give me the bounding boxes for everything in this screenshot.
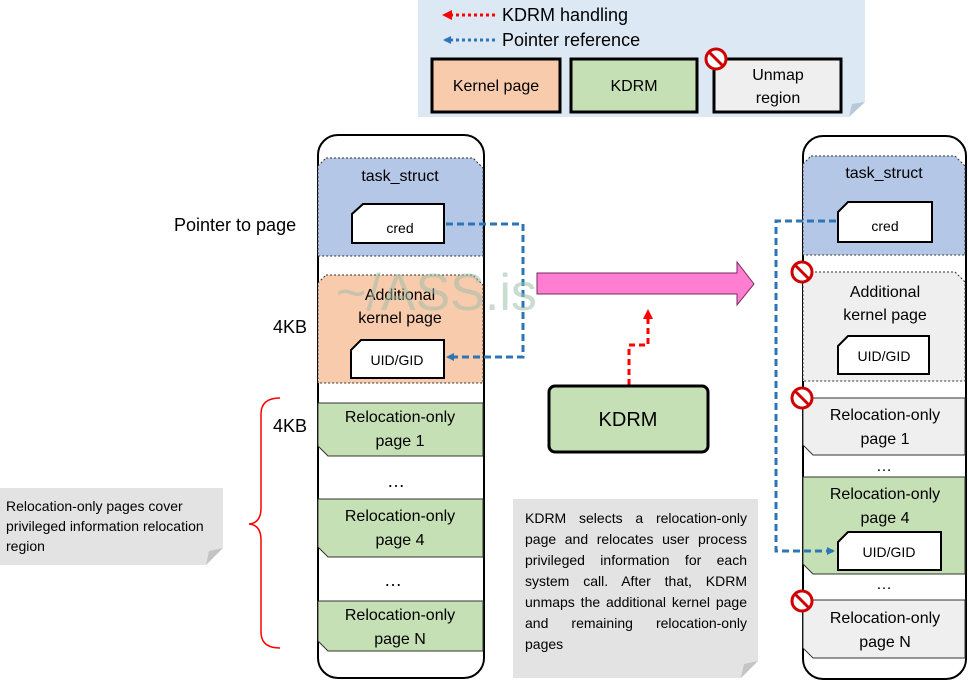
left-reloc4-label-line1: Relocation-only <box>345 508 455 525</box>
left-note-text: Relocation-only pages cover privileged i… <box>6 498 204 554</box>
right-relocN-label-line1: Relocation-only <box>830 610 940 627</box>
pointer-to-page-label: Pointer to page <box>174 215 296 235</box>
size-label-additional: 4KB <box>273 317 307 337</box>
left-relocation-page-n <box>317 600 484 652</box>
no-entry-icon <box>790 260 814 284</box>
left-pointer-arrow <box>446 222 525 361</box>
right-relocation-page-1 <box>802 397 966 456</box>
left-cred-box <box>351 203 445 244</box>
kdrm-box-label: KDRM <box>599 409 658 431</box>
right-relocation-page-n <box>802 599 966 659</box>
legend-kdrm-handling-label: KDRM handling <box>502 5 628 25</box>
left-cred-label: cred <box>386 220 413 236</box>
legend-kernel-page-swatch <box>430 57 562 114</box>
legend: KDRM handling Pointer reference Kernel p… <box>418 0 865 117</box>
legend-kernel-page-label: Kernel page <box>453 78 539 95</box>
legend-kdrm-swatch <box>569 57 699 114</box>
right-uid-gid-old-box <box>837 335 930 375</box>
right-uid-gid-old-label: UID/GID <box>858 348 911 364</box>
kdrm-handling-arrow <box>627 309 653 385</box>
right-note-text: KDRM selects a relocation-only page and … <box>525 510 747 652</box>
right-additional-label-line2: kernel page <box>843 307 927 324</box>
no-entry-icon <box>790 386 814 410</box>
watermark-text: ~/ASS.is <box>336 264 537 322</box>
legend-pointer-reference-label: Pointer reference <box>502 30 640 50</box>
left-ellipsis-2: … <box>384 570 402 590</box>
right-ellipsis-2: … <box>876 576 892 593</box>
left-additional-label-line2: kernel page <box>358 310 442 327</box>
left-relocN-label-line2: page N <box>374 631 426 648</box>
right-cred-label: cred <box>871 218 898 234</box>
right-note-fold <box>741 661 758 678</box>
kdrm-box <box>547 384 710 454</box>
left-uid-gid-label: UID/GID <box>371 352 424 368</box>
right-task-struct-label: task_struct <box>845 165 923 182</box>
size-label-relocation: 4KB <box>273 416 307 436</box>
left-reloc4-label-line2: page 4 <box>376 532 425 549</box>
transform-arrow <box>536 260 755 307</box>
right-cred-box <box>837 201 933 243</box>
right-reloc4-label-line1: Relocation-only <box>830 486 940 503</box>
left-note-background <box>0 488 223 565</box>
right-uid-gid-new-box <box>837 531 942 571</box>
right-additional-label-line1: Additional <box>850 284 920 301</box>
legend-unmap-label-line2: region <box>756 90 800 107</box>
left-reloc1-label-line1: Relocation-only <box>345 409 455 426</box>
legend-fold <box>849 102 865 117</box>
legend-unmap-label-line1: Unmap <box>752 67 804 84</box>
legend-unmap-swatch <box>712 57 843 114</box>
left-relocN-label-line1: Relocation-only <box>345 607 455 624</box>
legend-no-entry-icon <box>704 47 728 71</box>
no-entry-icon <box>790 589 814 613</box>
left-ellipsis-1: … <box>387 471 405 491</box>
left-task-struct-label: task_struct <box>361 168 439 185</box>
relocation-brace <box>248 397 281 649</box>
right-ellipsis-1: … <box>876 458 892 475</box>
left-uid-gid-box <box>350 339 445 379</box>
right-reloc1-label-line1: Relocation-only <box>830 407 940 424</box>
legend-kdrm-label: KDRM <box>610 78 657 95</box>
left-note-fold <box>206 548 223 565</box>
right-reloc1-label-line2: page 1 <box>861 431 910 448</box>
left-relocation-page-4 <box>317 498 484 558</box>
left-relocation-page-1 <box>317 402 484 457</box>
right-pointer-arrow <box>774 219 836 555</box>
left-reloc1-label-line2: page 1 <box>376 433 425 450</box>
right-reloc4-label-line2: page 4 <box>861 510 910 527</box>
right-relocN-label-line2: page N <box>859 634 911 651</box>
right-uid-gid-new-label: UID/GID <box>863 544 916 560</box>
right-note-background <box>513 499 758 678</box>
left-additional-label-line1: Additional <box>365 287 435 304</box>
